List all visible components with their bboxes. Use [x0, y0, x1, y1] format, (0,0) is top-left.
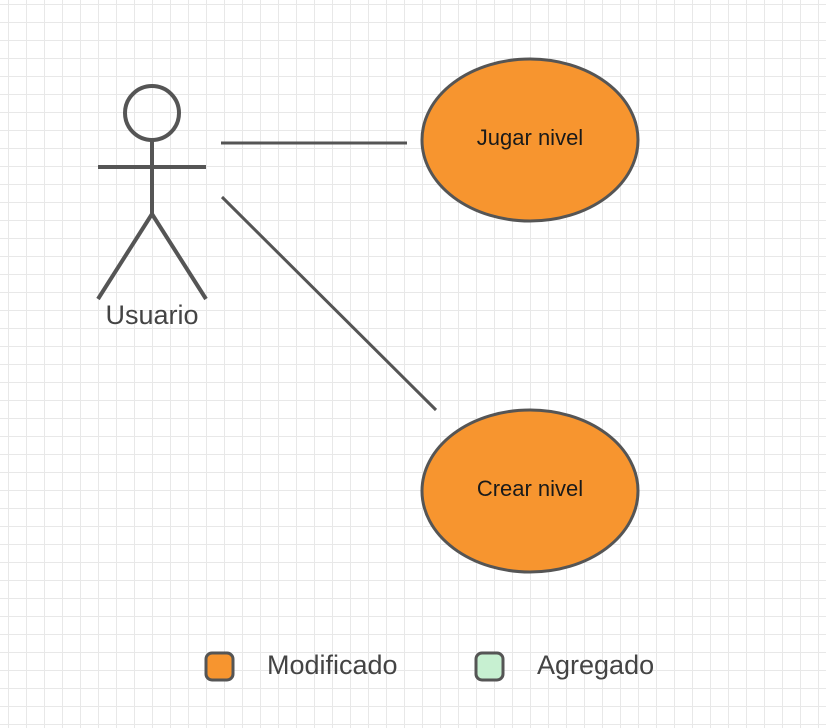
legend-swatch-modificado [204, 651, 235, 682]
actor-label: Usuario [105, 300, 198, 330]
legend-label-agregado: Agregado [537, 650, 654, 680]
actor-usuario[interactable]: Usuario [96, 84, 208, 330]
usecase-ellipse [420, 408, 640, 574]
usecase-label: Crear nivel [477, 476, 583, 501]
association-crear-nivel[interactable] [220, 195, 438, 412]
usecase-ellipse [420, 57, 640, 223]
usecase-label: Jugar nivel [477, 125, 583, 150]
legend-item-modificado: Modificado [204, 650, 398, 682]
legend-swatch-agregado [474, 651, 505, 682]
legend-item-agregado: Agregado [474, 650, 654, 682]
actor-left-leg [96, 212, 154, 301]
legend: Modificado Agregado [204, 650, 654, 682]
actor-right-leg [150, 212, 208, 301]
usecase-jugar-nivel[interactable]: Jugar nivel [420, 57, 640, 223]
usecase-crear-nivel[interactable]: Crear nivel [420, 408, 640, 574]
actor-head [123, 84, 181, 142]
legend-label-modificado: Modificado [267, 650, 398, 680]
